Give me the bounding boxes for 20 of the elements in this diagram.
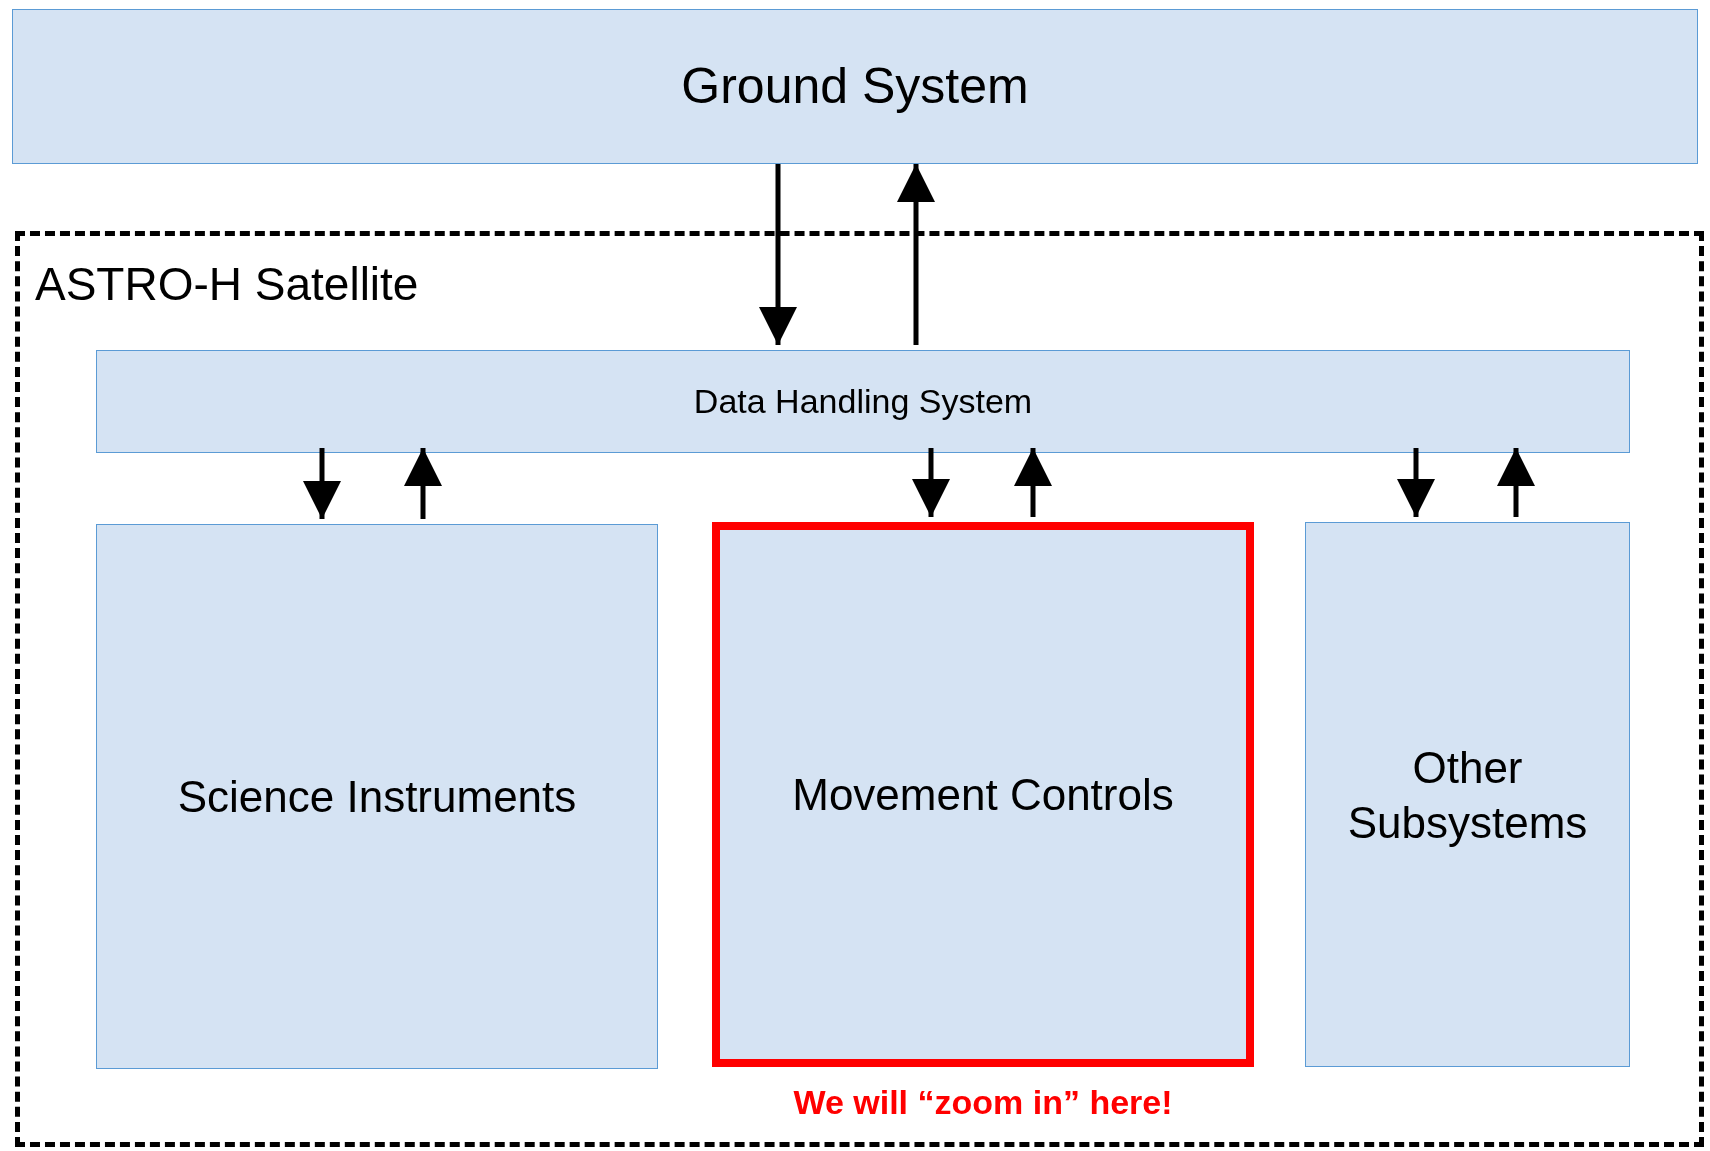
group-title: ASTRO-H Satellite [35,257,419,312]
dashed-boundary [15,231,1704,1147]
arrow [303,448,341,519]
node-label: Science Instruments [177,771,577,823]
arrow [1497,448,1535,517]
annotation-note: We will “zoom in” here! [792,1082,1174,1123]
arrow [912,448,950,517]
node-label: Ground System [681,57,1029,117]
subsystem-box [1305,522,1630,1067]
arrow [897,164,935,345]
subsystem-box [96,524,658,1069]
node-label: Data Handling System [693,381,1033,423]
arrow [1397,448,1435,517]
system-box [12,9,1698,164]
arrow [1014,448,1052,517]
arrow [404,448,442,519]
arrow [759,164,797,345]
node-label: Other Subsystems [1346,741,1589,849]
system-box [96,350,1630,453]
node-label: Movement Controls [792,769,1174,821]
